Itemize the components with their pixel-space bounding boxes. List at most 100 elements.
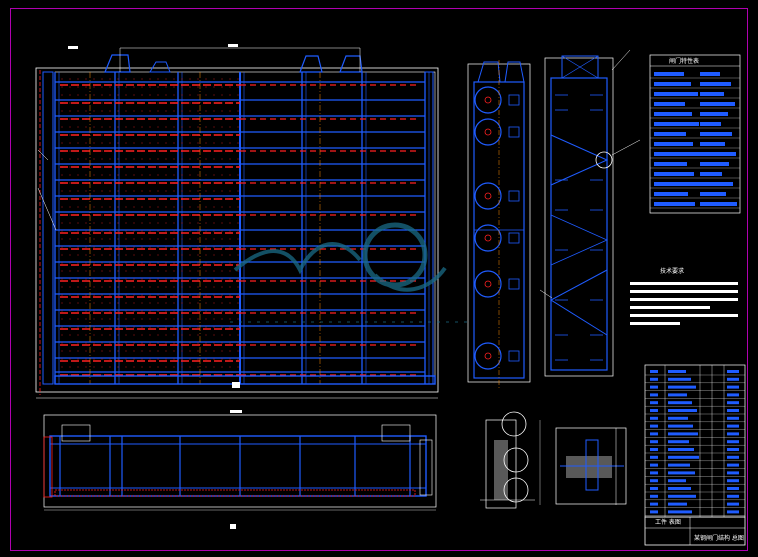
wheel-bracket bbox=[508, 350, 520, 362]
table1-cell-right bbox=[700, 122, 721, 126]
detail-view-2 bbox=[555, 427, 627, 505]
table2-cell-right bbox=[727, 479, 739, 483]
table1-cell-left bbox=[654, 72, 684, 76]
title-block bbox=[644, 516, 746, 546]
table1-cell-right bbox=[700, 192, 726, 196]
parts-list-table bbox=[644, 364, 746, 518]
requirement-line bbox=[630, 322, 680, 325]
table1-cell-left bbox=[654, 102, 685, 106]
table2-cell-right bbox=[727, 424, 739, 428]
table2-cell-right bbox=[727, 463, 739, 467]
table2-cell-num bbox=[650, 448, 658, 451]
table2-cell bbox=[668, 479, 686, 483]
wheel-bracket bbox=[508, 278, 520, 290]
table1-cell-left bbox=[654, 122, 699, 126]
table2-cell-right bbox=[727, 393, 739, 397]
table1-cell-right bbox=[700, 202, 737, 206]
wheel-bracket bbox=[508, 126, 520, 138]
technical-requirements-title: 技术要求 bbox=[660, 268, 685, 275]
table2-cell-num bbox=[650, 401, 658, 405]
table1-cell-right bbox=[700, 142, 725, 146]
wheel bbox=[474, 86, 502, 114]
table2-cell-num bbox=[650, 432, 658, 436]
table2-cell-num bbox=[650, 479, 658, 483]
table1-cell-right bbox=[700, 82, 731, 86]
table2-cell-right bbox=[727, 432, 739, 436]
table2-cell-right bbox=[727, 409, 739, 412]
table2-cell bbox=[668, 455, 699, 459]
table2-cell-num bbox=[650, 416, 658, 420]
table1-cell-left bbox=[654, 92, 698, 96]
table2-cell-right bbox=[727, 401, 739, 405]
table2-cell bbox=[668, 377, 691, 381]
requirement-line bbox=[630, 282, 738, 285]
table1-cell-left bbox=[654, 112, 692, 116]
side-seal bbox=[39, 70, 434, 395]
table1-cell-left bbox=[654, 132, 686, 136]
table1-cell-left bbox=[654, 82, 691, 86]
table2-cell-right bbox=[727, 455, 739, 459]
table2-cell bbox=[668, 502, 687, 506]
table2-cell bbox=[668, 385, 696, 389]
wheel bbox=[474, 182, 502, 210]
table2-cell bbox=[668, 440, 689, 444]
wheel-bracket bbox=[508, 232, 520, 244]
table2-cell-num bbox=[650, 455, 658, 459]
table2-cell-num bbox=[650, 424, 658, 428]
table2-cell-num bbox=[650, 370, 658, 373]
table2-cell-right bbox=[727, 494, 739, 498]
table1-cell-left bbox=[654, 192, 688, 196]
table1-cell-left bbox=[654, 162, 687, 166]
requirement-line bbox=[630, 290, 738, 293]
wheel-bracket bbox=[508, 94, 520, 106]
wheel-bracket bbox=[508, 190, 520, 202]
table2-cell-right bbox=[727, 487, 739, 490]
wheel-hub bbox=[484, 234, 492, 242]
wheel bbox=[474, 342, 502, 370]
wheels bbox=[474, 86, 520, 370]
table2-cell bbox=[668, 510, 692, 514]
table1-cell-right bbox=[700, 92, 724, 96]
horizontal-beams bbox=[55, 72, 425, 384]
title-block-name: 某钢闸门结构 总图 bbox=[694, 535, 744, 542]
table2-cell-num bbox=[650, 510, 658, 514]
table2-cell bbox=[668, 401, 692, 405]
lifting-lugs bbox=[104, 47, 363, 73]
requirement-line bbox=[630, 298, 738, 301]
table1-cell-right bbox=[700, 172, 722, 176]
characteristics-table-title: 闸门特性表 bbox=[669, 58, 700, 65]
table1-cell-left bbox=[654, 182, 701, 186]
table1-cell-left bbox=[654, 152, 700, 156]
requirement-line bbox=[630, 314, 738, 317]
table1-cell-right bbox=[700, 112, 728, 116]
table1-cell-left bbox=[654, 202, 695, 206]
table2-cell-right bbox=[727, 385, 739, 389]
table2-cell bbox=[668, 471, 695, 475]
wheel bbox=[474, 118, 502, 146]
wheel bbox=[474, 270, 502, 298]
table2-cell-right bbox=[727, 370, 739, 373]
wheel-hub bbox=[484, 192, 492, 200]
side-view-section bbox=[544, 55, 641, 377]
table1-cell-right bbox=[700, 102, 735, 106]
side-view-wheels bbox=[467, 60, 531, 390]
requirement-line bbox=[630, 306, 710, 309]
gate-plan-view bbox=[43, 410, 437, 529]
table1-cell-right bbox=[700, 152, 736, 156]
table2-cell-num bbox=[650, 393, 658, 397]
section-ticks bbox=[555, 94, 603, 361]
technical-requirements bbox=[630, 282, 738, 325]
wheel bbox=[474, 224, 502, 252]
table1-cell-left bbox=[654, 172, 694, 176]
table2-cell-right bbox=[727, 502, 739, 506]
table2-cell bbox=[668, 432, 698, 436]
table2-cell-right bbox=[727, 471, 739, 475]
table2-cell-right bbox=[727, 440, 739, 444]
table2-cell-right bbox=[727, 416, 739, 420]
plan-ribs bbox=[59, 436, 411, 496]
wheel-hub bbox=[484, 352, 492, 360]
wheel-hub bbox=[484, 128, 492, 136]
table1-cell-right bbox=[700, 132, 732, 136]
